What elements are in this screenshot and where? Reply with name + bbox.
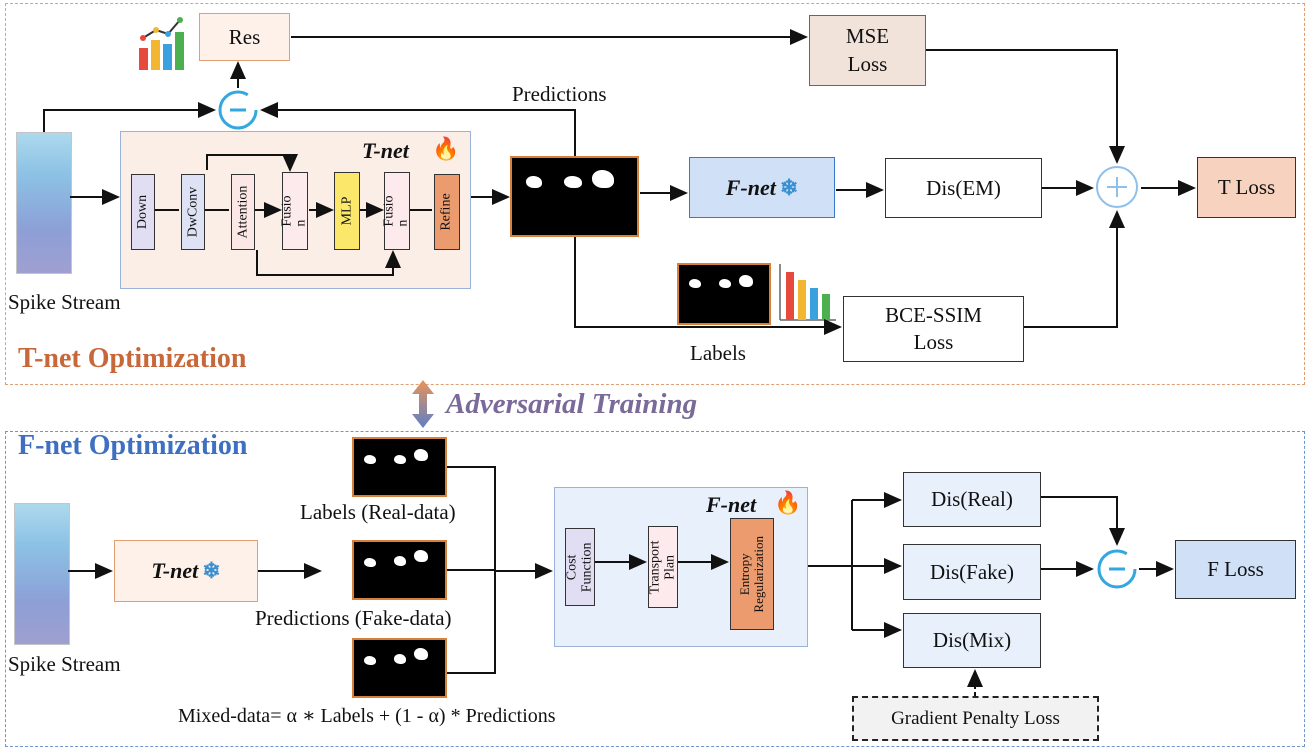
- t-loss-label: T Loss: [1217, 175, 1276, 199]
- f-loss-box: F Loss: [1175, 540, 1296, 599]
- labels-label-top: Labels: [690, 341, 746, 365]
- minus-circle-icon: [1097, 549, 1137, 589]
- predictions-label-top: Predictions: [512, 82, 607, 106]
- dis-mix-box: Dis(Mix): [903, 613, 1041, 668]
- bce-ssim-loss-label: BCE-SSIM Loss: [885, 302, 982, 354]
- spike-stream-label-bottom: Spike Stream: [8, 652, 121, 676]
- plus-circle-icon: [1096, 166, 1138, 208]
- spike-stream-label-top: Spike Stream: [8, 290, 121, 314]
- label-mask-top: [677, 263, 771, 325]
- f-loss-label: F Loss: [1207, 557, 1264, 581]
- fire-icon: 🔥: [432, 136, 460, 161]
- tnet-block-fusion-2: Fusio n: [382, 172, 411, 250]
- fnet-optimization-title: F-net Optimization: [18, 430, 248, 461]
- dis-real-label: Dis(Real): [931, 487, 1013, 511]
- tnet-title: T-net: [362, 138, 409, 163]
- mse-loss-label: MSE Loss: [845, 24, 890, 76]
- dis-em-box: Dis(EM): [885, 158, 1042, 218]
- res-box: Res: [199, 13, 290, 61]
- fnet-title: F-net: [706, 492, 757, 517]
- dis-real-box: Dis(Real): [903, 472, 1041, 527]
- prediction-mask-top: [510, 156, 639, 237]
- adversarial-training-label: Adversarial Training: [446, 388, 698, 420]
- tnet-box-bottom: T-net ❄: [114, 540, 258, 602]
- t-loss-box: T Loss: [1197, 157, 1296, 218]
- tnet-block-attention: Attention: [231, 174, 255, 250]
- dis-fake-box: Dis(Fake): [903, 544, 1041, 600]
- tnet-block-dwconv: DwConv: [181, 174, 205, 250]
- minus-circle-icon: [218, 90, 258, 130]
- res-label: Res: [228, 24, 261, 49]
- prediction-mask-fake: [352, 540, 447, 600]
- dis-fake-label: Dis(Fake): [930, 559, 1014, 584]
- tnet-label-bottom: T-net: [151, 558, 199, 583]
- snowflake-icon: ❄: [202, 558, 221, 583]
- bar-chart-icon: [779, 264, 836, 321]
- mixed-data-label: Mixed-data= α ∗ Labels + (1 - α) * Predi…: [178, 705, 556, 727]
- dis-mix-label: Dis(Mix): [932, 628, 1012, 652]
- spike-stream-cube: [16, 132, 72, 274]
- gradient-penalty-loss-label: Gradient Penalty Loss: [891, 707, 1060, 729]
- snowflake-icon: ❄: [779, 174, 799, 200]
- gradient-penalty-loss-box: Gradient Penalty Loss: [852, 696, 1099, 741]
- labels-real-data-label: Labels (Real-data): [300, 500, 456, 524]
- chart-icon: [139, 17, 184, 70]
- dis-em-label: Dis(EM): [926, 175, 1001, 200]
- bce-ssim-loss-box: BCE-SSIM Loss: [843, 296, 1024, 362]
- fnet-box-top: F-net ❄: [689, 157, 835, 218]
- tnet-block-fusion-1: Fusio n: [280, 172, 309, 250]
- tnet-optimization-title: T-net Optimization: [18, 343, 247, 374]
- tnet-optimization-panel: [5, 3, 1305, 385]
- tnet-block-down: Down: [131, 174, 155, 250]
- double-arrow-icon: [412, 380, 434, 428]
- fire-icon: 🔥: [774, 490, 802, 515]
- tnet-block-refine: Refine: [434, 174, 460, 250]
- fnet-block-entropy-regularization: Entropy Regularization: [730, 518, 774, 630]
- fnet-block-transport-plan: Transport Plan: [648, 526, 678, 608]
- fnet-optimization-panel: [5, 431, 1305, 747]
- fnet-block-cost-function: Cost Function: [565, 528, 595, 606]
- mse-loss-box: MSE Loss: [809, 15, 926, 86]
- label-mask-real: [352, 437, 447, 497]
- spike-stream-cube-bottom: [14, 503, 70, 645]
- tnet-block-mlp: MLP: [334, 172, 360, 250]
- predictions-fake-data-label: Predictions (Fake-data): [255, 606, 452, 630]
- mixed-data-mask: [352, 638, 447, 698]
- fnet-label-top: F-net: [725, 174, 776, 200]
